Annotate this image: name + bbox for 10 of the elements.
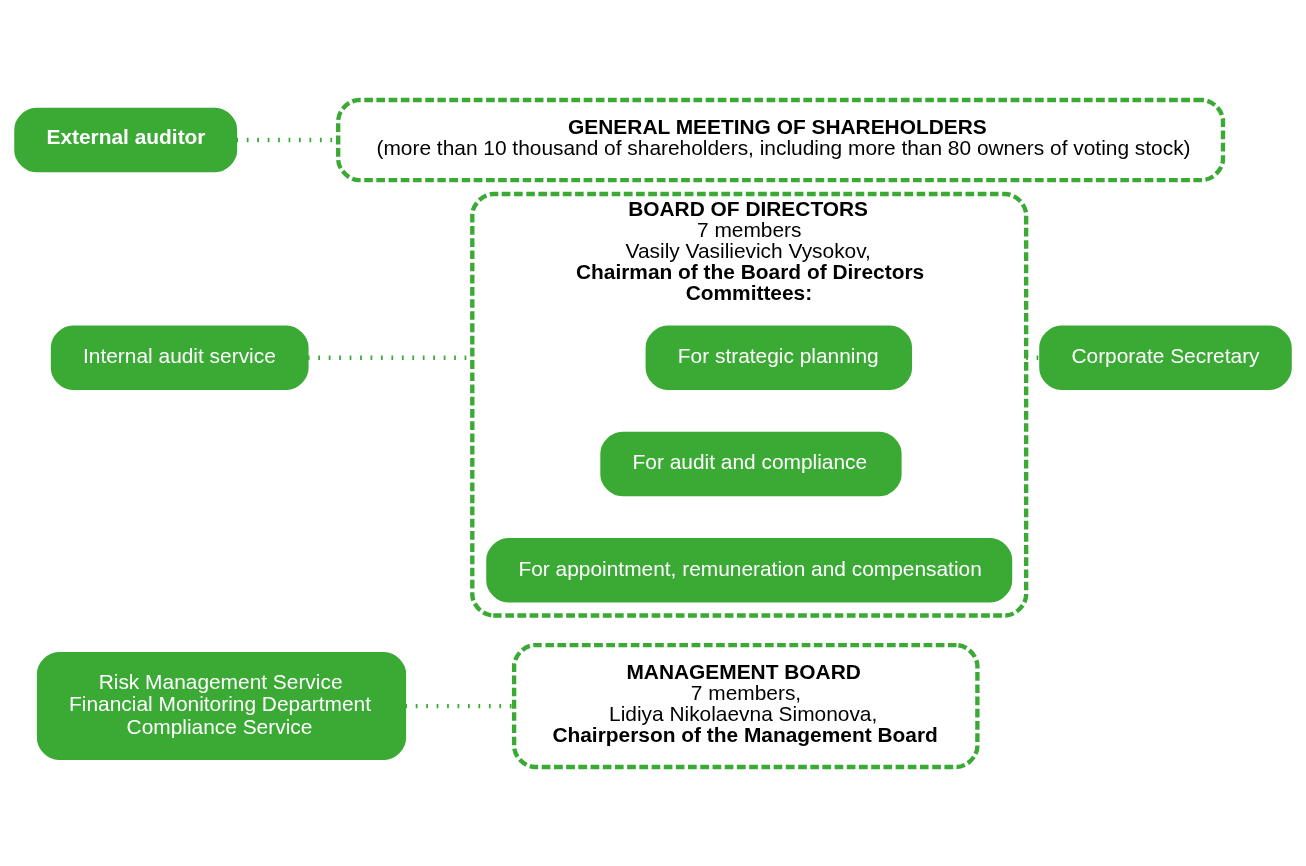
node-box: MANAGEMENT BOARD 7 members, Lidiya Nikolaevna Simonova, Chairperson of the Management Board xyxy=(511,642,980,769)
node-box: For appointment, remuneration and compensation xyxy=(486,537,1013,602)
node-box: Corporate Secretary xyxy=(1039,325,1292,390)
connector xyxy=(405,703,514,708)
node-box: Internal audit service xyxy=(50,325,309,390)
node-box: External auditor xyxy=(14,107,238,172)
node-box: For audit and compliance xyxy=(600,431,902,496)
node-box: For strategic planning xyxy=(645,325,913,390)
node-box: Risk Management Service Financial Monitoring Department Compliance Service xyxy=(36,651,407,760)
node-box: GENERAL MEETING OF SHAREHOLDERS (more than 10 thousand of shareholders, including more than 80 owners of voting stock) xyxy=(336,97,1226,182)
